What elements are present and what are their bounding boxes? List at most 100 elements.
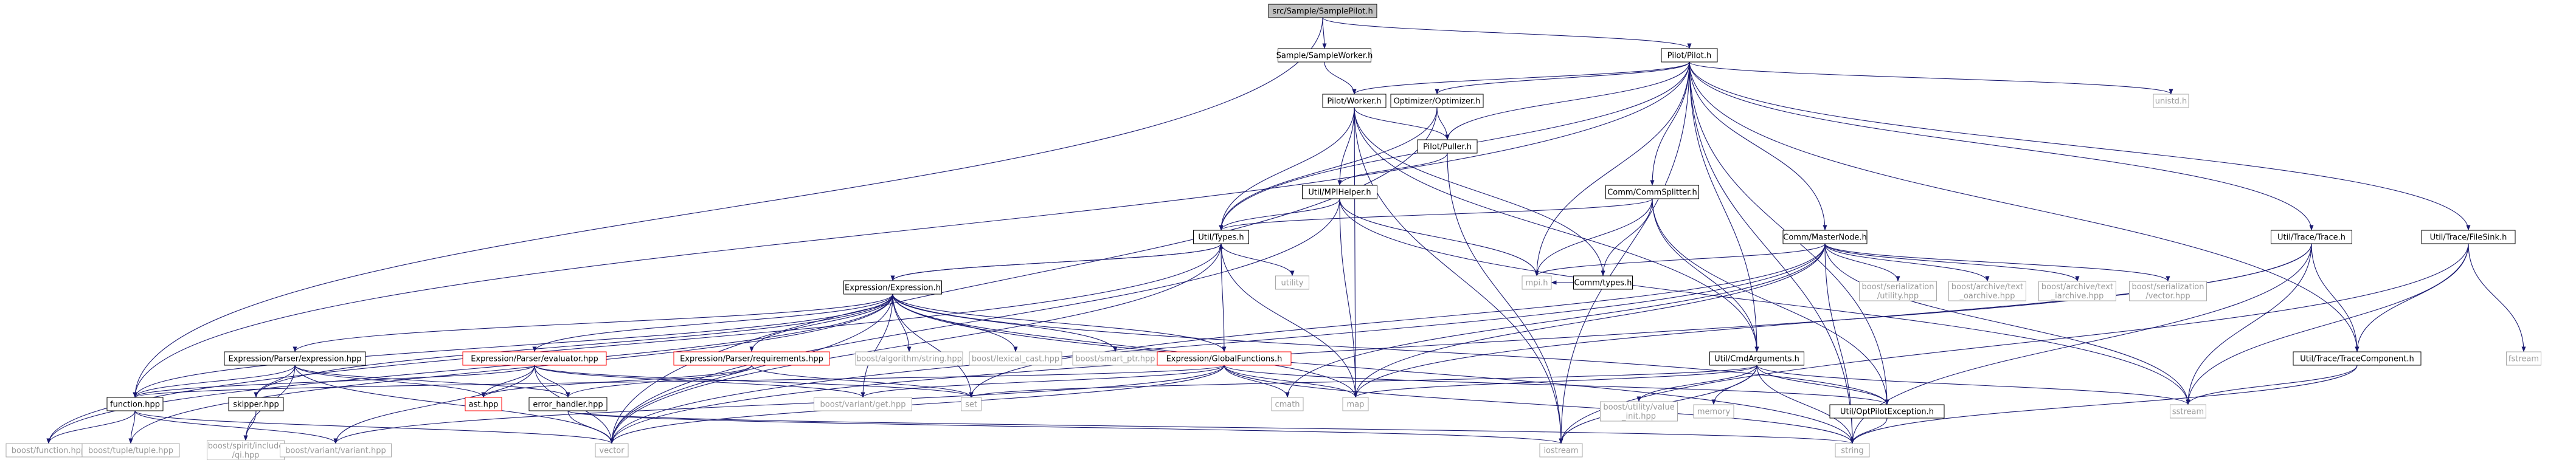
edge-masternode-to-b_ser_util: [1824, 243, 1900, 282]
node-label-b_arch_oa-1: _oarchive.hpp: [1959, 292, 2015, 301]
node-label-p_evaluator: Expression/Parser/evaluator.hpp: [471, 355, 598, 364]
node-memory: memory: [1693, 404, 1734, 419]
node-function[interactable]: function.hpp: [106, 397, 164, 411]
edge-types-to-map: [1220, 243, 1358, 398]
edge-masternode-to-map: [1353, 243, 1826, 398]
node-trace[interactable]: Util/Trace/Trace.h: [2271, 230, 2352, 244]
edge-commsplitter-to-commtypes: [1601, 198, 1653, 276]
node-cmdargs[interactable]: Util/CmdArguments.h: [1709, 351, 1804, 366]
node-label-set: set: [965, 400, 977, 410]
edge-root-to-function: [133, 17, 1323, 398]
node-pilot[interactable]: Pilot/Pilot.h: [1661, 48, 1718, 63]
node-label-b_arch_ia-0: boost/archive/text: [2041, 283, 2113, 292]
node-globalfunc[interactable]: Expression/GlobalFunctions.h: [1157, 351, 1292, 366]
node-box-mpi: [1522, 275, 1552, 290]
node-label-b_lexical: boost/lexical_cast.hpp: [972, 355, 1059, 364]
edge-errhandler-to-vector: [567, 410, 614, 444]
edge-globalfunc-to-optpilotexc: [1224, 365, 1889, 405]
node-optpilotexc[interactable]: Util/OptPilotException.h: [1829, 404, 1945, 419]
node-b_algo: boost/algorithm/string.hpp: [855, 351, 963, 366]
node-sworker[interactable]: Sample/SampleWorker.h: [1276, 48, 1373, 63]
node-box-b_util_value: [1600, 401, 1678, 422]
edge-trace-to-sstream: [2186, 243, 2312, 405]
node-box-p_requirements: [673, 351, 830, 366]
node-p_requirements[interactable]: Expression/Parser/requirements.hpp: [673, 351, 830, 366]
edge-expression-to-string: [892, 294, 1855, 444]
node-pworker[interactable]: Pilot/Worker.h: [1322, 94, 1387, 108]
edge-function-to-b_tuple: [128, 410, 136, 444]
edge-expression-to-b_variant_get: [860, 294, 893, 398]
node-b_arch_ia: boost/archive/text_iarchive.hpp: [2038, 281, 2116, 301]
edge-pilot-to-function: [133, 61, 1690, 398]
edge-p_expression-to-function: [133, 365, 296, 398]
node-fstream: fstream: [2506, 351, 2541, 366]
node-filesink[interactable]: Util/Trace/FileSink.h: [2421, 230, 2516, 244]
node-box-sstream: [2170, 404, 2206, 419]
edge-optpilotexc-to-string: [1850, 417, 1888, 444]
node-commtypes[interactable]: Comm/types.h: [1573, 275, 1633, 290]
edge-p_expression-to-ast: [294, 365, 486, 398]
edge-function-to-vector: [134, 410, 614, 444]
node-p_expression[interactable]: Expression/Parser/expression.hpp: [224, 351, 366, 366]
node-b_tuple: boost/tuple/tuple.hpp: [81, 443, 180, 458]
node-p_evaluator[interactable]: Expression/Parser/evaluator.hpp: [462, 351, 607, 366]
node-ast[interactable]: ast.hpp: [465, 397, 502, 411]
node-box-masternode: [1782, 230, 1868, 244]
node-label-tracecomp: Util/Trace/TraceComponent.h: [2300, 355, 2414, 364]
edge-globalfunc-to-cmath: [1224, 365, 1290, 398]
edge-expression-to-types: [892, 243, 1224, 281]
node-errhandler[interactable]: error_handler.hpp: [528, 397, 608, 411]
node-box-b_variant: [280, 443, 392, 458]
edge-masternode-to-b_ser_vec: [1824, 243, 2170, 282]
node-mpihelper[interactable]: Util/MPIHelper.h: [1302, 185, 1377, 199]
node-label-b_smartptr: boost/smart_ptr.hpp: [1075, 355, 1155, 364]
node-map: map: [1342, 397, 1369, 411]
edge-globalfunc-to-string: [1224, 365, 1855, 444]
edge-globalfunc-to-b_variant: [333, 365, 1225, 444]
node-label-sworker: Sample/SampleWorker.h: [1276, 52, 1373, 61]
node-box-root: [1268, 4, 1377, 18]
edge-function-to-b_variant: [134, 410, 338, 444]
node-label-masternode: Comm/MasterNode.h: [1783, 233, 1866, 242]
edge-cmdargs-to-sstream: [1756, 365, 2190, 405]
node-label-sstream: sstream: [2172, 408, 2204, 417]
node-puller[interactable]: Pilot/Puller.h: [1417, 139, 1478, 154]
edge-mpihelper-to-sstream: [1339, 198, 2190, 405]
edge-globalfunc-to-types: [1219, 243, 1225, 352]
node-types[interactable]: Util/Types.h: [1193, 230, 1249, 244]
edge-puller-to-iostream: [1447, 153, 1563, 444]
node-optimizer[interactable]: Optimizer/Optimizer.h: [1390, 94, 1484, 108]
node-label-map: map: [1347, 400, 1365, 410]
edge-tracecomp-to-sstream: [2186, 365, 2358, 405]
node-label-b_spirit-1: /qi.hpp: [232, 451, 259, 460]
node-expression[interactable]: Expression/Expression.h: [843, 280, 942, 295]
node-skipper[interactable]: skipper.hpp: [228, 397, 284, 411]
node-label-types: Util/Types.h: [1198, 233, 1244, 242]
edge-pworker-to-map: [1353, 107, 1358, 398]
edge-globalfunc-to-vector: [609, 365, 1225, 444]
edge-commsplitter-to-types: [1219, 198, 1653, 231]
node-label-b_arch_ia-1: _iarchive.hpp: [2051, 292, 2104, 301]
node-vector: vector: [595, 443, 629, 458]
edge-root-to-sworker: [1322, 17, 1327, 49]
node-label-pilot: Pilot/Pilot.h: [1667, 52, 1711, 61]
node-root[interactable]: src/Sample/SamplePilot.h: [1268, 4, 1377, 18]
node-tracecomp[interactable]: Util/Trace/TraceComponent.h: [2293, 351, 2422, 366]
node-masternode[interactable]: Comm/MasterNode.h: [1782, 230, 1868, 244]
node-commsplitter[interactable]: Comm/CommSplitter.h: [1605, 185, 1699, 199]
node-label-string: string: [1841, 447, 1863, 456]
node-box-b_tuple: [81, 443, 180, 458]
edge-types-to-vector: [609, 243, 1222, 444]
node-label-ast: ast.hpp: [469, 400, 499, 410]
node-box-cmdargs: [1709, 351, 1804, 366]
edge-filesink-to-sstream: [2186, 243, 2469, 405]
node-label-b_function: boost/function.hpp: [12, 447, 86, 456]
node-label-memory: memory: [1697, 408, 1731, 417]
edge-types-to-utility: [1220, 243, 1295, 276]
edge-pilot-to-tracecomp: [1689, 61, 2360, 352]
node-box-fstream: [2506, 351, 2541, 366]
node-label-skipper: skipper.hpp: [233, 400, 279, 410]
node-label-commtypes: Comm/types.h: [1574, 279, 1632, 288]
edge-masternode-to-vector: [609, 243, 1826, 444]
node-box-b_variant_get: [814, 397, 912, 411]
